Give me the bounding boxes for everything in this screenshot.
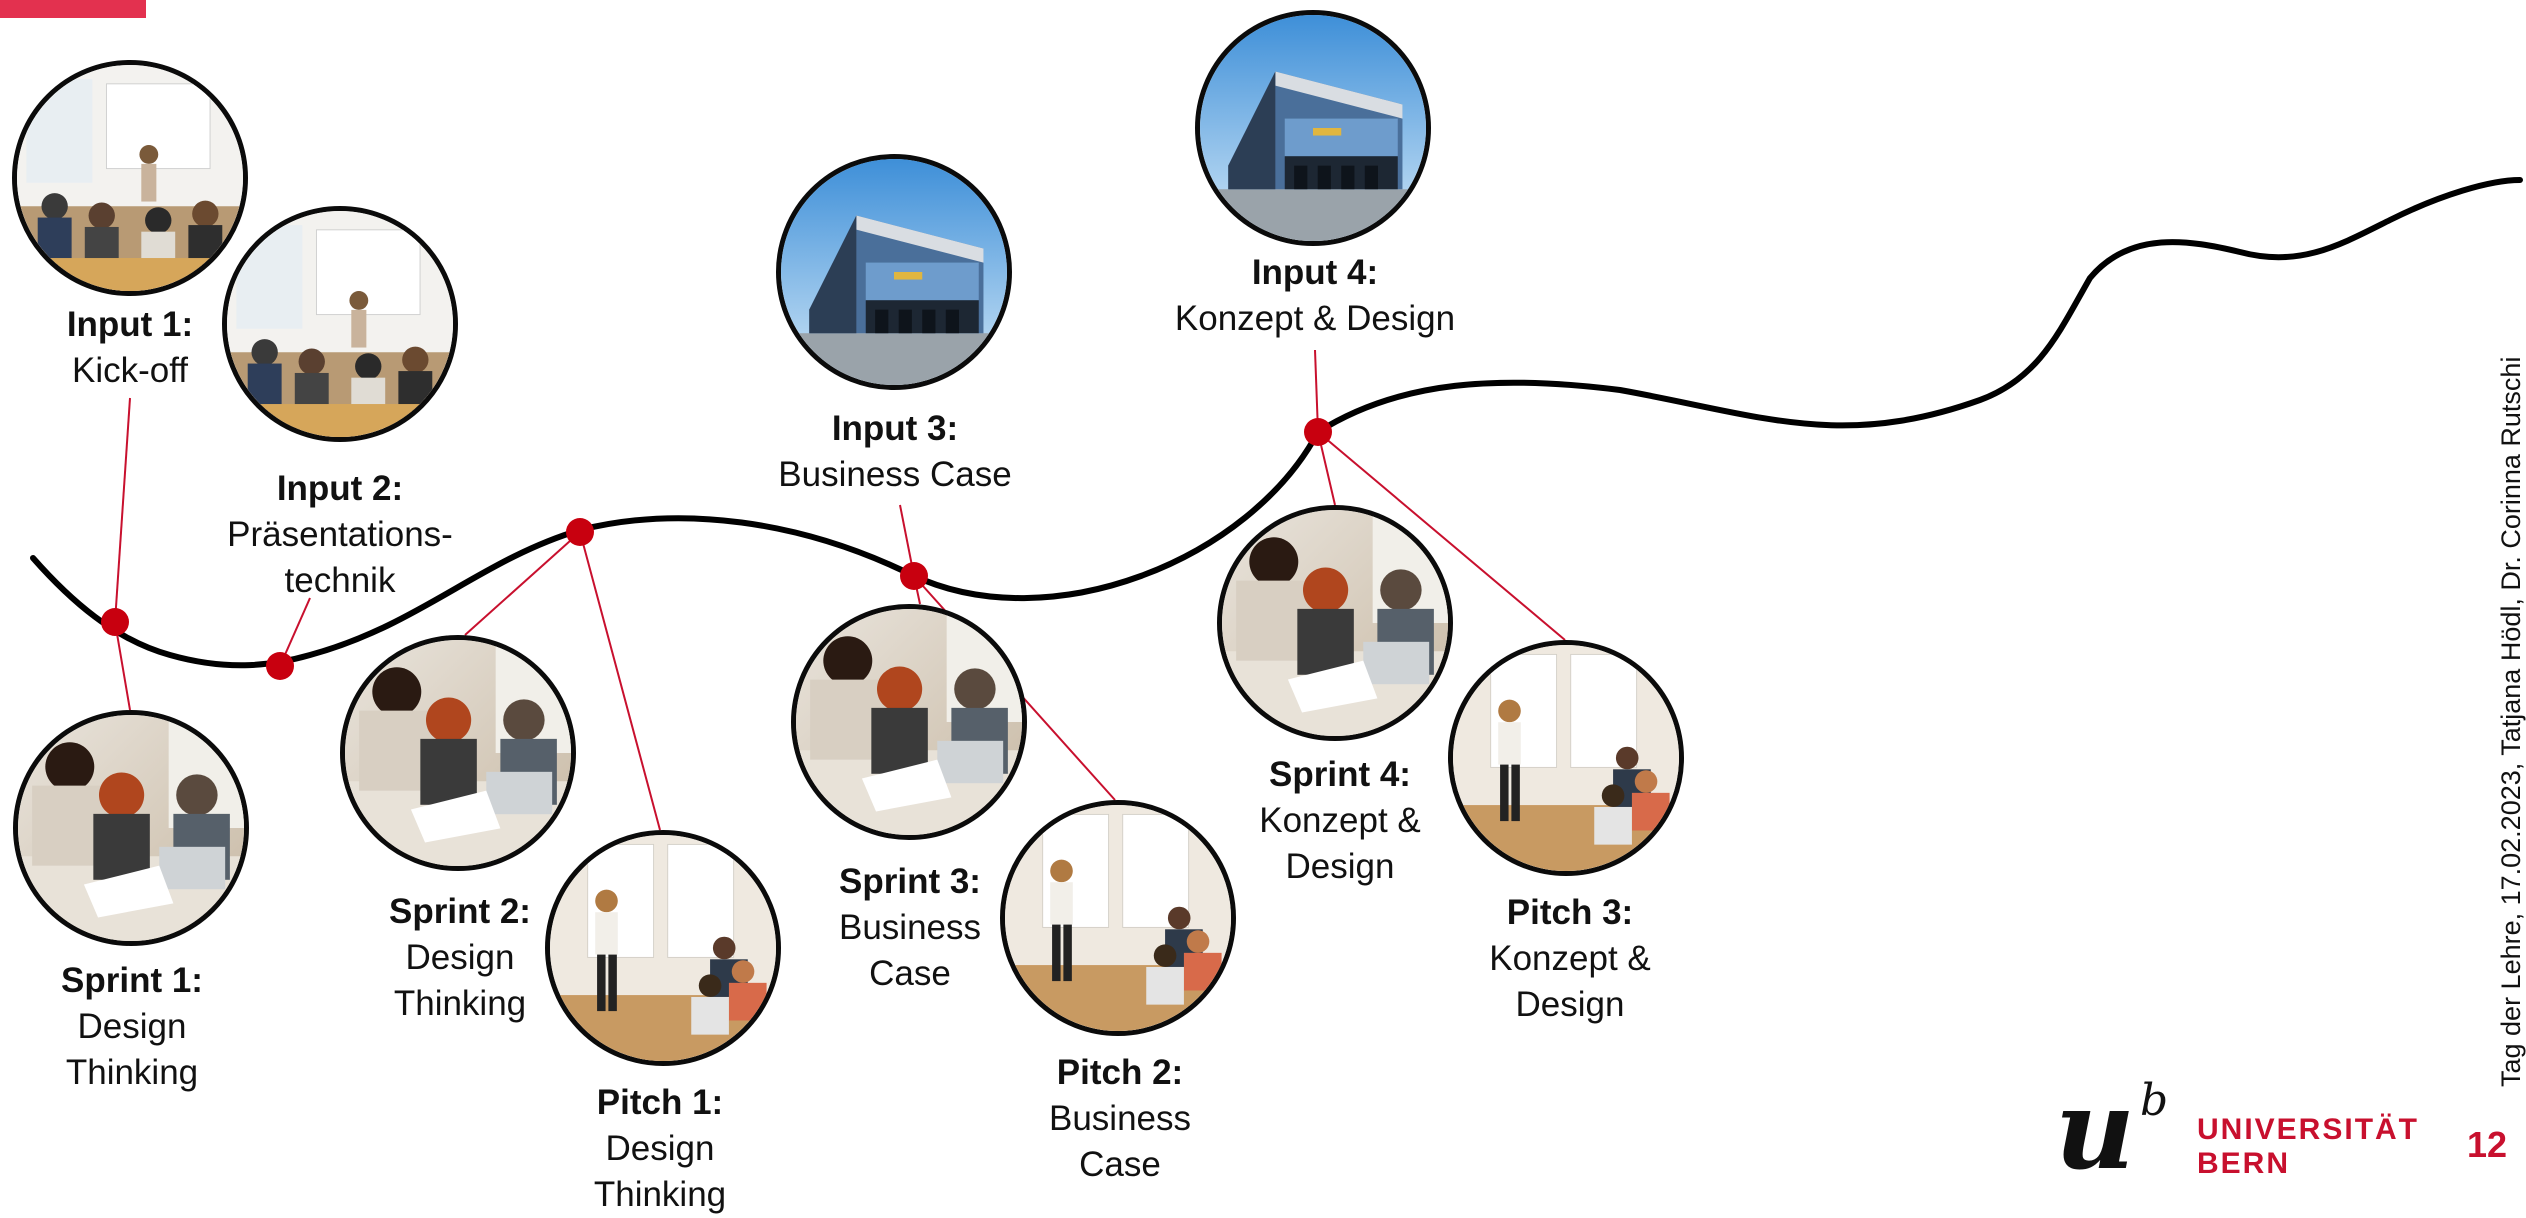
dot-1 [101, 608, 129, 636]
dot-5 [1304, 418, 1332, 446]
label-input3: Input 3:Business Case [778, 409, 1012, 494]
dot-2 [266, 652, 294, 680]
connector-sprint2 [464, 531, 581, 636]
dot-3 [566, 518, 594, 546]
sprint1-team-photo [13, 710, 249, 946]
university-logo-text: UNIVERSITÄT BERN [2197, 1113, 2419, 1181]
label-sprint4: Sprint 4:Konzept &Design [1259, 755, 1421, 886]
milestone-dots [101, 418, 1332, 680]
sprint2-team-photo [340, 635, 576, 871]
connector-sprint1 [114, 621, 131, 711]
sprint3-team-photo [791, 604, 1027, 840]
footer-text: Tag der Lehre, 17.02.2023, Tatjana Hödl,… [2496, 356, 2526, 1087]
label-input1: Input 1:Kick-off [66, 305, 194, 390]
journey-curve [30, 177, 2523, 669]
page-number: 12 [2467, 1124, 2508, 1165]
connector-pitch3 [1317, 431, 1566, 641]
input1-classroom-photo [12, 60, 248, 296]
logo-line-1: UNIVERSITÄT [2197, 1113, 2420, 1146]
input4-building-photo [1195, 10, 1431, 246]
university-logo-superscript: b [2140, 1075, 2169, 1126]
dot-4 [900, 562, 928, 590]
accent-bar [0, 0, 146, 18]
connector-input1 [114, 397, 131, 623]
input3-building-photo [776, 154, 1012, 390]
input2-classroom-photo [222, 206, 458, 442]
logo-line-2: BERN [2197, 1147, 2291, 1180]
pitch3-presentation-photo [1448, 640, 1684, 876]
connector-pitch1 [579, 531, 661, 831]
pitch1-presentation-photo [545, 830, 781, 1066]
pitch2-presentation-photo [1000, 800, 1236, 1036]
label-pitch3: Pitch 3:Konzept &Design [1489, 893, 1651, 1024]
label-input2: Input 2:Präsentations-technik [227, 469, 453, 600]
sprint4-team-photo [1217, 505, 1453, 741]
label-input4: Input 4:Konzept & Design [1174, 253, 1456, 338]
university-logo-mark: u [2055, 1065, 2135, 1194]
